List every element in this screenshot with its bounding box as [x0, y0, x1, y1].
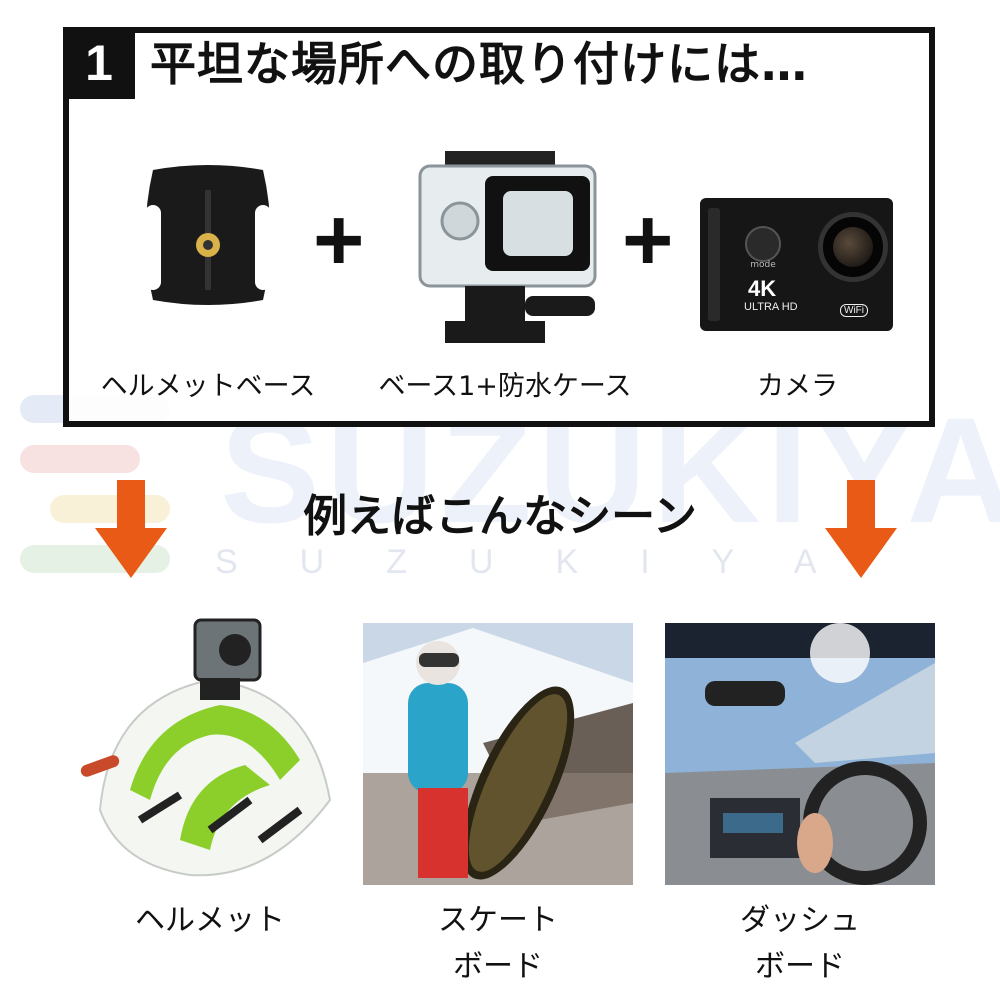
examples-heading: 例えばこんなシーン	[303, 491, 697, 542]
down-arrow-icon	[95, 480, 167, 578]
scene-label-helmet: ヘルメット	[70, 898, 350, 944]
scene-label-line: スケート	[438, 903, 558, 938]
watermark-subtext: SUZUKIYA	[215, 543, 879, 581]
component-label-camera: カメラ	[757, 371, 838, 402]
dashboard-scene-image	[665, 623, 935, 885]
component-label-helmet-base: ヘルメットベース	[100, 371, 316, 402]
wifi-badge: WiFi	[840, 304, 868, 317]
section-title: 平坦な場所への取り付けには…	[150, 37, 808, 91]
mode-label: mode	[750, 260, 776, 270]
step-number-badge: 1	[63, 27, 135, 99]
scene-label-skateboard: スケート ボード	[363, 898, 633, 990]
scene-label-dashboard: ダッシュ ボード	[665, 898, 935, 990]
snowboard-scene-image	[363, 623, 633, 885]
scene-label-line: ボード	[755, 949, 845, 984]
helmet-base-icon	[145, 165, 271, 305]
waterproof-case-icon	[418, 151, 597, 343]
4k-badge: 4K	[748, 276, 777, 301]
scene-label-line: ヘルメット	[135, 903, 285, 938]
ultra-hd-label: ULTRA HD	[744, 301, 798, 313]
down-arrow-icon	[825, 480, 897, 578]
scene-label-line: ダッシュ	[740, 903, 860, 938]
component-label-case: ベース1+防水ケース	[378, 371, 632, 402]
action-camera-icon: mode 4K ULTRA HD WiFi	[700, 198, 893, 331]
plus-icon: +	[622, 190, 674, 289]
scene-label-line: ボード	[453, 949, 543, 984]
plus-icon: +	[313, 190, 365, 289]
helmet-scene-image	[80, 618, 332, 877]
